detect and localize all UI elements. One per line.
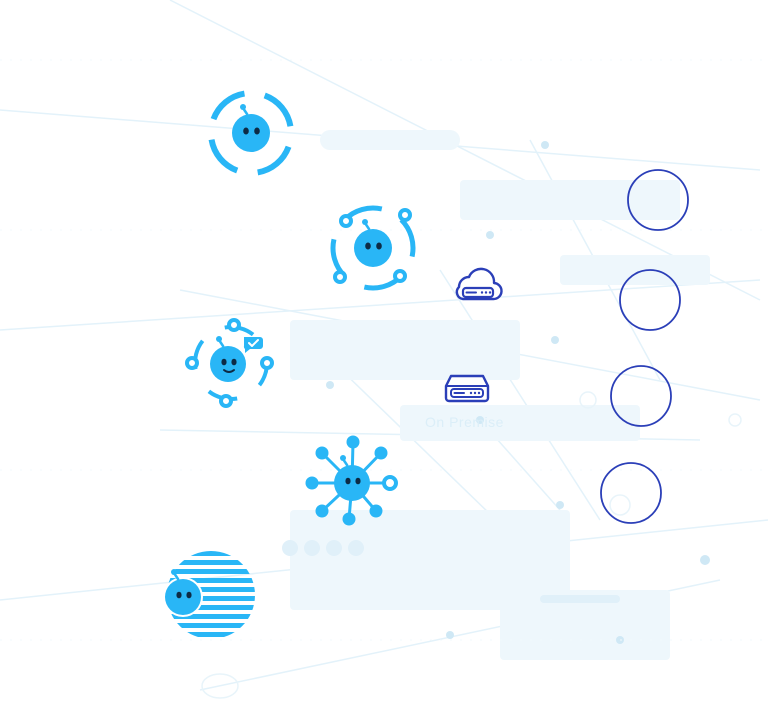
- outline-circle-2: [618, 268, 682, 332]
- outline-circle-4: [599, 461, 663, 525]
- on-premise-server-icon: [443, 370, 491, 404]
- bot-in-broken-ring-icon: [205, 87, 297, 179]
- bot-with-chat-bubble-icon: [183, 315, 279, 411]
- outline-circle-3: [609, 364, 673, 428]
- bot-with-orbit-nodes-icon: [325, 203, 421, 293]
- outline-circle-1: [626, 168, 690, 232]
- on-premise-faint-label: On Premise: [425, 414, 504, 430]
- bot-striped-sphere-icon: [162, 548, 256, 642]
- bot-hub-network-icon: [302, 433, 402, 529]
- cloud-server-icon: [453, 265, 503, 303]
